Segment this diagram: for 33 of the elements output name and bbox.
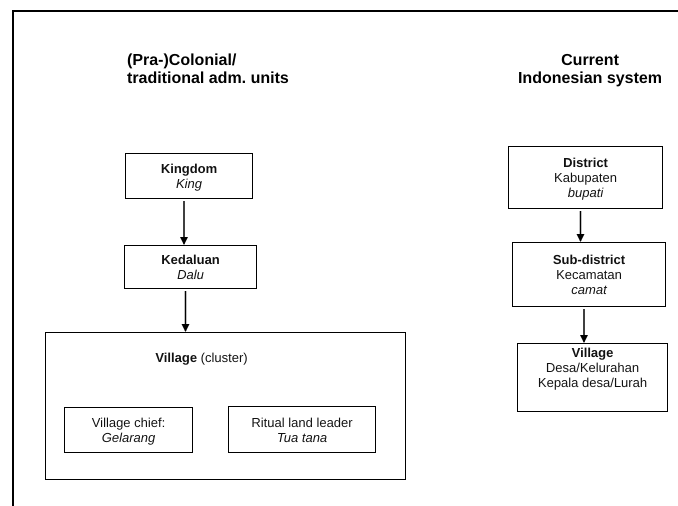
- arrow: [180, 201, 188, 245]
- unit-box: [125, 153, 253, 199]
- title-holder: King: [176, 176, 202, 191]
- unit-text: Kepala desa/Lurah: [538, 375, 648, 390]
- unit-name: District: [563, 155, 608, 170]
- unit-name: Sub-district: [552, 252, 626, 267]
- unit-text: Desa/Kelurahan: [546, 360, 640, 375]
- unit-box: [124, 245, 257, 289]
- arrow: [576, 211, 584, 242]
- arrow: [182, 291, 190, 332]
- title-holder: Gelarang: [102, 430, 156, 445]
- unit-text: Ritual land leader: [251, 414, 353, 430]
- title-holder: bupati: [568, 185, 604, 200]
- column-heading: Current: [560, 52, 620, 70]
- unit-box: [508, 146, 663, 209]
- unit-box: [228, 406, 376, 453]
- column-heading: (Pra-)Colonial/ traditional adm. units: [127, 52, 290, 88]
- unit-name: Kedaluan: [161, 252, 220, 267]
- unit-name: Kingdom: [160, 161, 218, 176]
- unit-name: Village: [572, 345, 614, 360]
- title-holder: Dalu: [177, 267, 204, 282]
- unit-box: [45, 332, 406, 480]
- unit-box: [512, 242, 666, 307]
- unit-text: Kabupaten: [554, 170, 617, 185]
- unit-box: [517, 343, 668, 412]
- column-heading: Indonesian system: [516, 70, 664, 88]
- unit-heading: Village (cluster): [155, 350, 248, 365]
- arrow: [580, 309, 588, 343]
- title-holder: Tua tana: [276, 430, 328, 444]
- unit-box: [64, 407, 193, 453]
- unit-text: Village chief:: [92, 415, 166, 430]
- unit-text: Kecamatan: [556, 267, 622, 282]
- title-holder: camat: [571, 282, 607, 297]
